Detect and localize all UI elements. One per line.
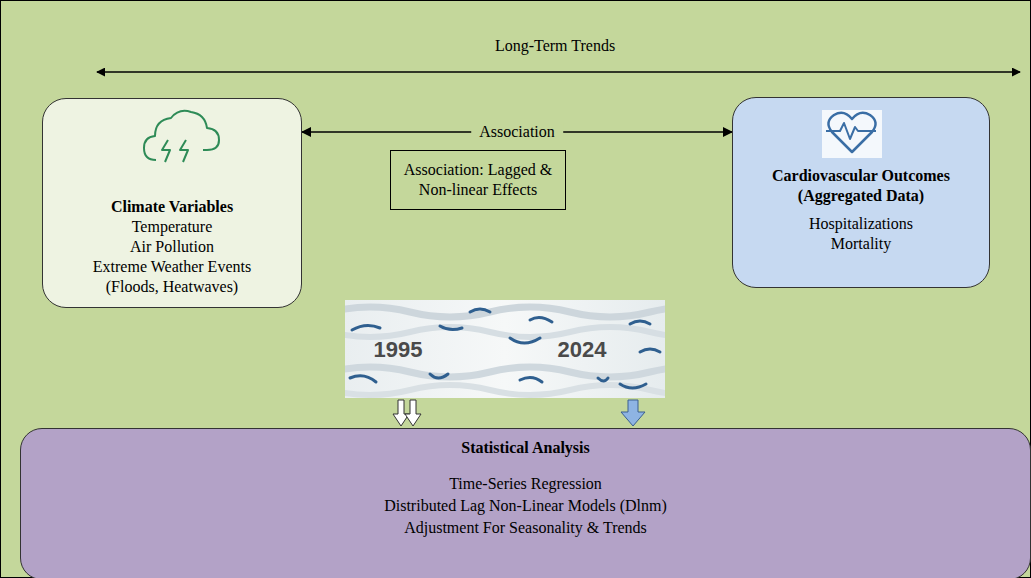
down-arrow-blue bbox=[621, 400, 645, 426]
connector-label: Association bbox=[471, 123, 563, 141]
down-arrow-hollow bbox=[393, 400, 421, 426]
trend-label: Long-Term Trends bbox=[495, 37, 615, 55]
box-text: (Floods, Heatwaves) bbox=[106, 277, 238, 297]
box-text: Time-Series Regression bbox=[449, 473, 602, 495]
box-text: Temperature bbox=[132, 217, 213, 237]
box-text: Hospitalizations bbox=[809, 214, 913, 234]
outcome-box: Cardiovascular Outcomes (Aggregated Data… bbox=[732, 97, 990, 288]
box-heading: Cardiovascular Outcomes (Aggregated Data… bbox=[741, 166, 981, 206]
box-text: Association: Lagged & Non-linear Effects bbox=[399, 160, 557, 200]
note-box: Association: Lagged & Non-linear Effects bbox=[390, 150, 566, 210]
box-text: Air Pollution bbox=[130, 237, 214, 257]
box-heading: Climate Variables bbox=[111, 197, 233, 217]
analysis-box: Statistical AnalysisTime-Series Regressi… bbox=[20, 428, 1031, 578]
input-box: Climate VariablesTemperatureAir Pollutio… bbox=[42, 98, 302, 308]
box-text: Extreme Weather Events bbox=[93, 257, 251, 277]
box-heading: Statistical Analysis bbox=[461, 437, 589, 459]
box-text: Mortality bbox=[831, 234, 891, 254]
timeline-wave-image bbox=[345, 300, 665, 398]
box-text: Distributed Lag Non-Linear Models (Dlnm) bbox=[384, 495, 667, 517]
trend-arrow bbox=[97, 71, 1020, 73]
year-label: 2024 bbox=[558, 337, 607, 363]
box-text: Adjustment For Seasonality & Trends bbox=[404, 517, 647, 539]
year-label: 1995 bbox=[374, 337, 423, 363]
